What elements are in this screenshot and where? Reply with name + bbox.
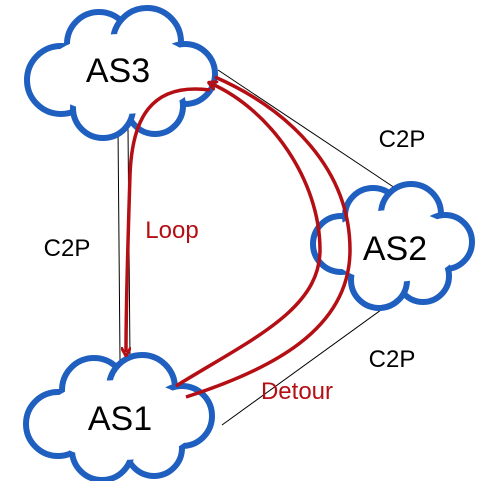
path-label-detour: Detour [261,378,333,405]
node-label-as3: AS3 [86,52,150,90]
node-label-as1: AS1 [88,400,152,438]
loop-path [126,84,322,388]
cloud-shape [23,352,215,481]
cloud-shape [310,181,475,311]
node-label-as2: AS2 [363,230,427,268]
cloud-as2: AS2 [310,181,475,311]
path-label-loop: Loop [145,217,198,244]
edge-as3-as2 [217,69,399,191]
cloud-as3: AS3 [24,5,218,141]
cloud-as1: AS1 [23,352,215,481]
edge-as2-as1 [221,301,393,426]
edge-label-as3-as1: C2P [44,235,91,262]
detour-path [185,75,352,399]
edge-label-as2-as1: C2P [369,346,416,373]
edge-label-as3-as2: C2P [379,126,426,153]
